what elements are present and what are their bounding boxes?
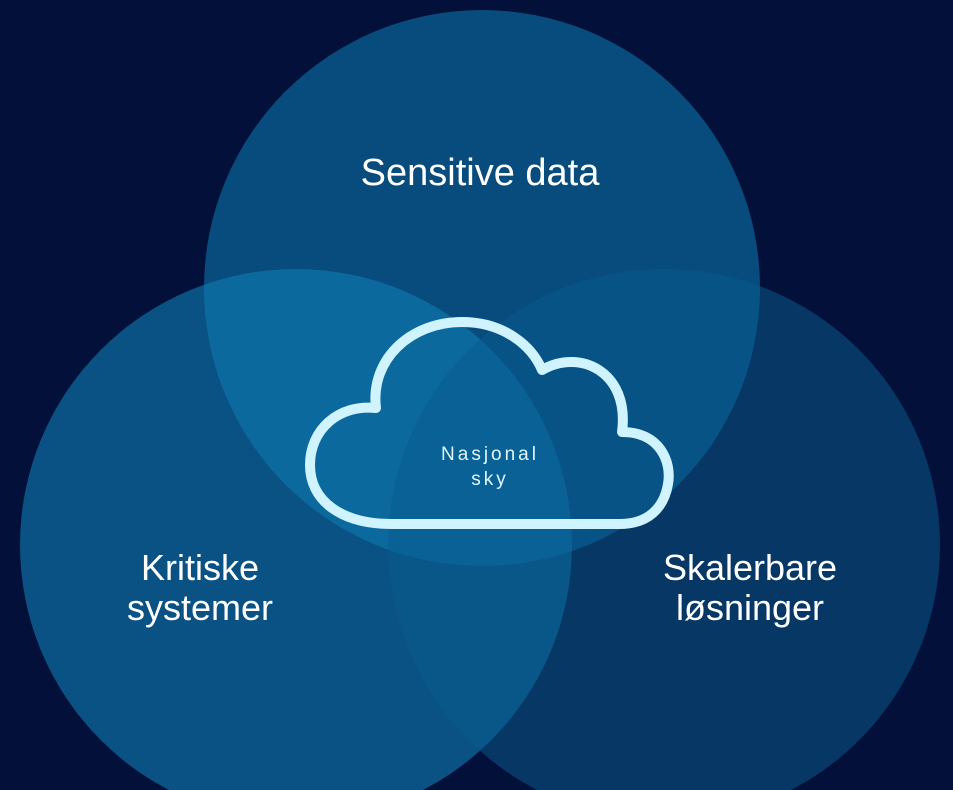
label-nasjonal-sky-line-1: Nasjonal [441, 444, 539, 465]
circle-skalerbare-losninger [388, 269, 940, 790]
label-nasjonal-sky: Nasjonal sky [410, 443, 570, 492]
cloud-icon [305, 317, 674, 529]
label-nasjonal-sky-line-2: sky [471, 468, 509, 490]
label-kritiske-systemer: Kritiske systemer [70, 547, 330, 629]
label-skalerbare-losninger-line-1: Skalerbare [662, 547, 838, 588]
label-sensitive-data: Sensitive data [300, 152, 660, 196]
label-skalerbare-losninger: Skalerbare løsninger [620, 547, 880, 629]
label-skalerbare-losninger-line-2: løsninger [675, 587, 825, 629]
label-kritiske-systemer-line-1: Kritiske [140, 547, 260, 588]
label-sensitive-data-line-1: Sensitive data [360, 152, 600, 194]
label-kritiske-systemer-line-2: systemer [126, 587, 274, 629]
